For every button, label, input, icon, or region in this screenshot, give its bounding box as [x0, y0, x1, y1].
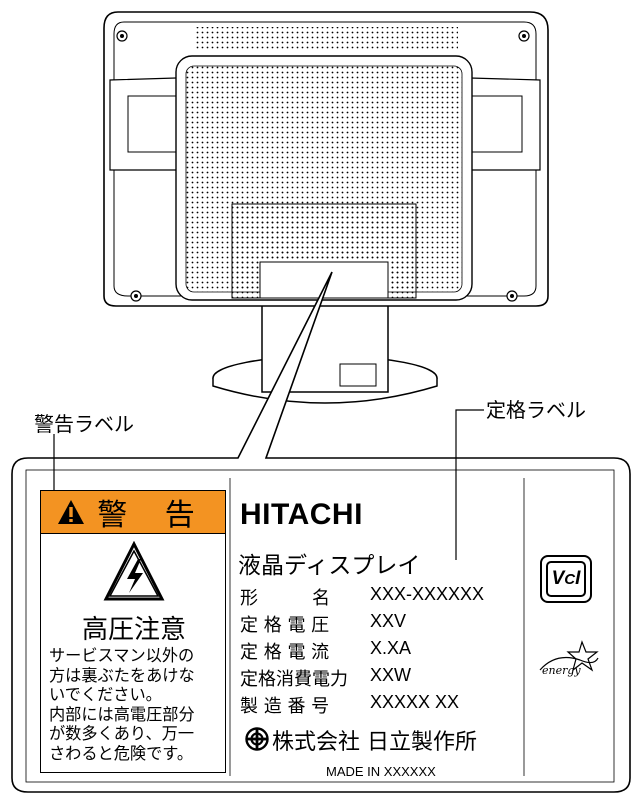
- warning-line: 方は裏ぶたをあけな: [49, 665, 195, 685]
- monitor-back: [103, 11, 549, 307]
- energy-star-icon: energy: [539, 640, 599, 677]
- energy-mark-text: energy: [542, 664, 581, 677]
- maker-logo: HITACHI: [240, 498, 363, 531]
- rating-leader-line: [455, 409, 484, 560]
- spec-label: 定格消費電力: [240, 669, 348, 690]
- warning-label-callout: 警告ラベル: [34, 412, 134, 436]
- rating-label-callout: 定格ラベル: [486, 398, 586, 422]
- warning-body: サービスマン以外の 方は裏ぶたをあけな いでください。 内部には高電圧部分 が数…: [49, 646, 225, 763]
- spec-value: XXV: [370, 611, 407, 631]
- spec-label: 形 名: [240, 588, 330, 609]
- product-name: 液晶ディスプレイ: [238, 553, 421, 579]
- hitachi-mark-icon: [245, 727, 269, 751]
- spec-value: XXX-XXXXXX: [370, 584, 485, 604]
- warning-title: 警 告: [97, 498, 209, 533]
- warning-line: サービスマン以外の: [49, 646, 195, 665]
- label-inner-frame: [25, 469, 615, 783]
- caution-triangle-icon: [58, 500, 85, 524]
- spec-label: 製 造 番 号: [240, 696, 330, 717]
- warning-header: 警 告: [41, 491, 225, 534]
- company-name: 株式会社 日立製作所: [272, 730, 477, 755]
- monitor-stand: [212, 291, 438, 404]
- warning-line: いでください。: [49, 685, 162, 704]
- warning-line: が数多くあり、万一: [49, 724, 195, 743]
- warning-line: 内部には高電圧部分: [49, 704, 195, 724]
- spec-label: 定 格 電 流: [240, 642, 330, 663]
- warning-label: 警 告 高圧注意 サービスマン以外の 方は裏ぶたをあけな いでください。 内部に…: [40, 490, 226, 773]
- spec-value: XXXXX XX: [370, 692, 460, 712]
- spec-value: XXW: [370, 665, 412, 685]
- made-in-text: MADE IN XXXXXX: [326, 764, 436, 779]
- high-voltage-text: 高圧注意: [81, 615, 186, 645]
- spec-label: 定 格 電 圧: [240, 615, 330, 636]
- electric-shock-warning-icon: [103, 541, 165, 601]
- warning-line: さわると危険です。: [49, 743, 194, 763]
- spec-value: X.XA: [370, 638, 412, 658]
